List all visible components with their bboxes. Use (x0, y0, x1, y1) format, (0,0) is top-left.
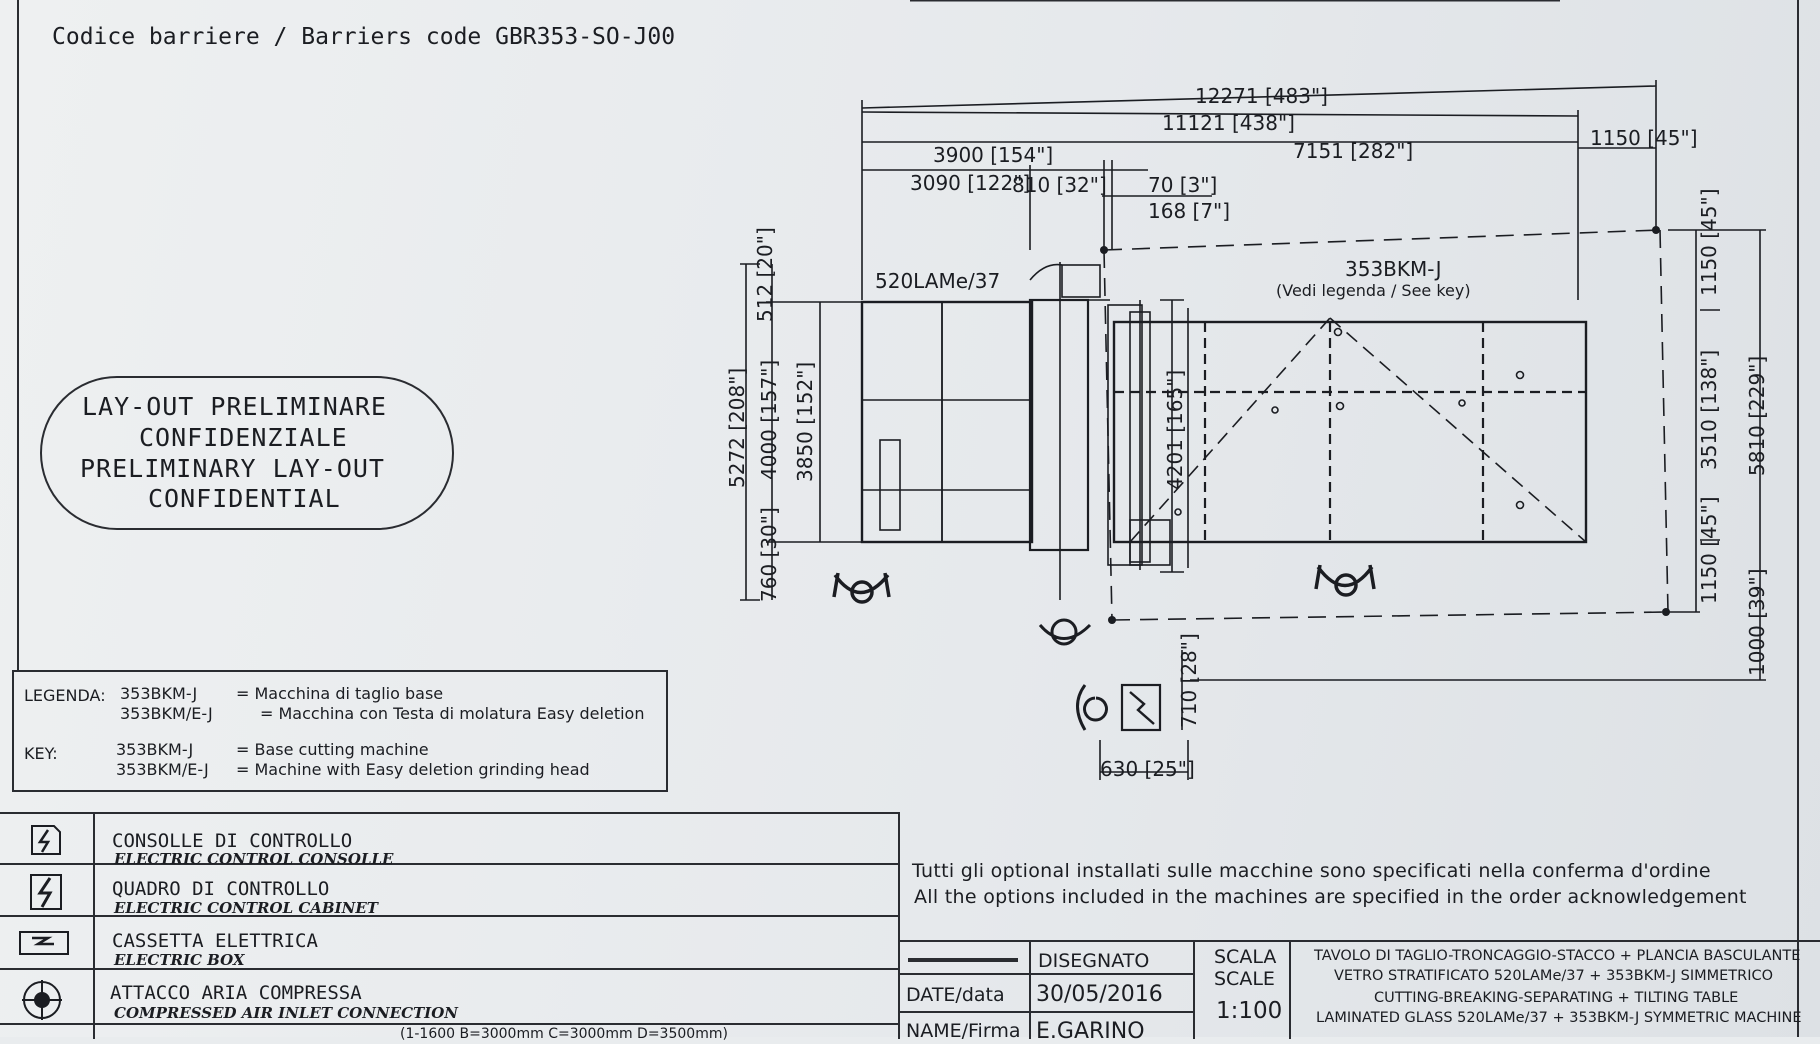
dim-1150-right-top: 1150 [45"] (1697, 188, 1721, 296)
stamp-line-1: LAY-OUT PRELIMINARE (82, 392, 387, 421)
drawn-label: DISEGNATO (1038, 950, 1150, 972)
dim-3850: 3850 [152"] (793, 362, 817, 482)
dim-5272: 5272 [208"] (725, 368, 749, 488)
machine-left-label: 520LAMe/37 (875, 269, 1000, 293)
dim-1150-right-bottom: 1150 [45"] (1697, 496, 1721, 604)
machine-right-sublabel: (Vedi legenda / See key) (1276, 281, 1471, 300)
key-code-1: 353BKM-J (116, 740, 194, 759)
desc-line-3: CUTTING-BREAKING-SEPARATING + TILTING TA… (1374, 990, 1739, 1006)
dim-70: 70 [3"] (1148, 173, 1217, 197)
title-block: DISEGNATO DATE/data 30/05/2016 NAME/Firm… (898, 940, 1820, 1044)
symbol-3-en: ELECTRIC BOX (114, 951, 245, 969)
stamp-line-4: CONFIDENTIAL (148, 484, 341, 513)
desc-line-1: TAVOLO DI TAGLIO-TRONCAGGIO-STACCO + PLA… (1314, 948, 1801, 964)
dim-4000: 4000 [157"] (757, 360, 781, 480)
legend-box: LEGENDA: 353BKM-J = Macchina di taglio b… (12, 670, 668, 792)
dim-7151: 7151 [282"] (1293, 139, 1413, 163)
barrier-code-title: Codice barriere / Barriers code GBR353-S… (52, 24, 676, 50)
dim-1150-top: 1150 [45"] (1590, 126, 1698, 150)
dim-760: 760 [30"] (757, 507, 781, 602)
dim-5810: 5810 [229"] (1745, 356, 1769, 476)
scale-value: 1:100 (1216, 998, 1283, 1024)
name-value: E.GARINO (1036, 1019, 1145, 1044)
cabinet-bolt-icon (30, 874, 62, 910)
dim-11121: 11121 [438"] (1162, 111, 1295, 135)
dim-710: 710 [28"] (1177, 633, 1201, 728)
dim-3090: 3090 [122"] (910, 171, 1030, 195)
legend-title: LEGENDA: (24, 686, 106, 705)
desc-line-2: VETRO STRATIFICATO 520LAMe/37 + 353BKM-J… (1334, 968, 1774, 984)
stamp-line-3: PRELIMINARY LAY-OUT (80, 454, 385, 483)
key-desc-1: = Base cutting machine (236, 740, 429, 759)
note-italian: Tutti gli optional installati sulle macc… (912, 860, 1711, 882)
date-label: DATE/data (906, 984, 1005, 1006)
name-label: NAME/Firma (906, 1020, 1021, 1042)
symbol-1-en: ELECTRIC CONTROL CONSOLLE (114, 850, 394, 868)
key-desc-2: = Machine with Easy deletion grinding he… (236, 760, 590, 779)
dim-3900: 3900 [154"] (933, 143, 1053, 167)
title-block-grid (898, 942, 1291, 1039)
note-english: All the options included in the machines… (914, 886, 1747, 908)
console-bolt-icon (31, 825, 61, 855)
legend-desc-2: = Macchina con Testa di molatura Easy de… (260, 704, 645, 723)
dim-168: 168 [7"] (1148, 199, 1230, 223)
machine-right-label: 353BKM-J (1345, 257, 1442, 281)
preliminary-stamp: LAY-OUT PRELIMINARE CONFIDENZIALE PRELIM… (40, 376, 454, 530)
scale-label-it: SCALA (1214, 946, 1277, 968)
desc-line-4: LAMINATED GLASS 520LAMe/37 + 353BKM-J SY… (1316, 1010, 1802, 1026)
dim-810: 810 [32"] (1012, 173, 1107, 197)
legend-desc-1: = Macchina di taglio base (236, 684, 444, 703)
legend-code-2: 353BKM/E-J (120, 704, 213, 723)
symbols-grid (0, 814, 898, 1039)
box-bolt-icon (19, 931, 69, 955)
dim-1000: 1000 [39"] (1745, 568, 1769, 676)
symbol-2-it: QUADRO DI CONTROLLO (112, 878, 330, 900)
stamp-line-2: CONFIDENZIALE (139, 423, 348, 452)
key-code-2: 353BKM/E-J (116, 760, 209, 779)
air-inlet-icon (22, 980, 62, 1020)
symbol-3-it: CASSETTA ELETTRICA (112, 930, 318, 952)
dim-3510: 3510 [138"] (1697, 350, 1721, 470)
date-value: 30/05/2016 (1036, 982, 1163, 1007)
dim-12271: 12271 [483"] (1195, 84, 1328, 108)
bottom-cut-text: (1-1600 B=3000mm C=3000mm D=3500mm) (400, 1026, 728, 1042)
dim-512: 512 [20"] (753, 227, 777, 322)
symbols-table: CONSOLLE DI CONTROLLO ELECTRIC CONTROL C… (0, 812, 900, 1042)
legend-code-1: 353BKM-J (120, 684, 198, 703)
symbol-4-it: ATTACCO ARIA COMPRESSA (110, 982, 362, 1004)
scale-label-en: SCALE (1214, 968, 1275, 990)
symbol-1-it: CONSOLLE DI CONTROLLO (112, 830, 353, 852)
symbol-2-en: ELECTRIC CONTROL CABINET (114, 899, 378, 917)
dim-4201: 4201 [165"] (1163, 370, 1187, 490)
symbol-4-en: COMPRESSED AIR INLET CONNECTION (114, 1004, 458, 1022)
key-title: KEY: (24, 744, 58, 763)
dim-630: 630 [25"] (1100, 757, 1195, 781)
